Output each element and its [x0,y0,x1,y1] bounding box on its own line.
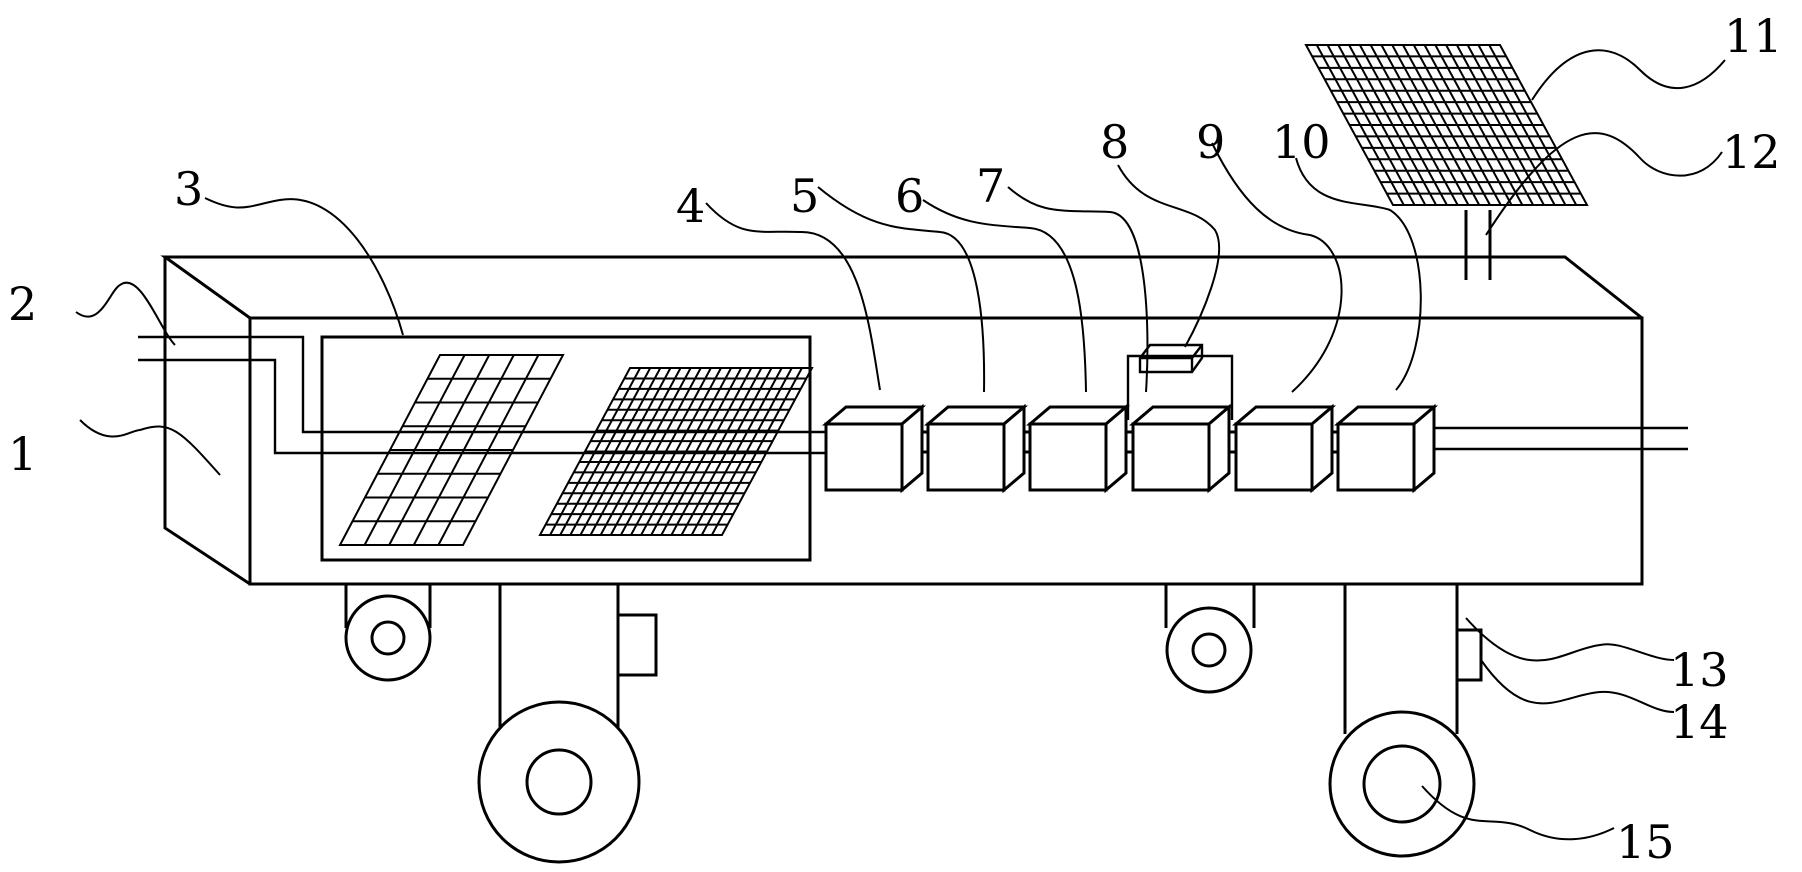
module-9 [1231,403,1337,494]
leader-2 [75,281,176,346]
leader-3 [204,197,404,336]
inlet-pipe-upper [138,335,825,434]
label-13: 13 [1670,643,1729,697]
caster-right-hub [1191,632,1227,668]
callout-labels: 1 2 3 4 5 6 7 8 9 10 11 12 13 14 15 [8,9,1783,869]
module-front [926,422,1006,492]
caster-left-bracket [344,584,432,628]
wheel-right-hub [1362,744,1442,824]
leader-1 [79,419,221,476]
label-9: 9 [1196,115,1225,169]
label-8: 8 [1100,115,1129,169]
leader-7 [1007,186,1149,393]
module-front [1336,422,1416,492]
housing-left-face [163,257,251,586]
module-side [1207,403,1231,494]
module-front [1028,422,1108,492]
label-15: 15 [1616,815,1675,869]
label-3: 3 [174,162,203,216]
label-4: 4 [676,179,705,233]
undercarriage [344,584,1483,864]
label-12: 12 [1722,125,1781,179]
inlet-pipe [138,335,825,455]
module-10 [1333,403,1439,494]
module-side [1310,403,1334,494]
module-side [1002,403,1026,494]
module-side [900,403,924,494]
leader-lines [75,49,1726,841]
leader-13 [1465,617,1675,662]
coarse-grid-border [338,354,565,546]
inlet-pipe-lower [138,358,825,455]
module-front [1131,422,1211,492]
module-side [1412,403,1436,494]
leader-11 [1531,49,1726,101]
module-7 [1025,403,1131,494]
sensor-top-edge [1140,344,1203,372]
filter-chamber-box [320,335,812,562]
module-8 [1128,403,1234,494]
module-front [824,422,904,492]
housing-top [160,255,1643,320]
sensor-assembly [1126,343,1234,420]
motor-left [616,613,658,677]
label-6: 6 [895,169,924,223]
leader-9 [1211,142,1343,393]
label-14: 14 [1670,695,1729,749]
leader-4 [705,202,881,391]
wheel-left-hub [525,748,593,816]
label-7: 7 [976,159,1005,213]
caster-left-hub [370,620,406,656]
caster-right-bracket [1164,584,1256,628]
module-side [1104,403,1128,494]
sensor-frame [1126,354,1234,420]
housing-front [248,316,1644,586]
leader-8 [1117,164,1221,348]
motor-right [1455,628,1483,682]
leader-6 [922,199,1087,393]
fine-filter-grid [538,367,814,536]
solar-panel-grid [1304,44,1589,206]
label-11: 11 [1724,9,1783,63]
label-10: 10 [1272,115,1331,169]
housing [160,255,1644,586]
leader-5 [817,186,986,393]
outlet-pipe [1424,426,1688,451]
solar-post [1464,210,1492,280]
label-5: 5 [790,169,819,223]
label-2: 2 [8,277,37,331]
coarse-filter-grid [338,354,565,546]
label-1: 1 [8,427,37,481]
module-5 [821,403,927,494]
modules [821,403,1439,494]
module-front [1234,422,1314,492]
filter-chamber [320,335,814,562]
leader-14 [1480,659,1675,713]
leader-12 [1485,132,1723,236]
module-6 [923,403,1029,494]
leader-10 [1295,157,1422,391]
leader-15 [1421,785,1615,841]
solar-panel-assembly [1304,44,1589,280]
